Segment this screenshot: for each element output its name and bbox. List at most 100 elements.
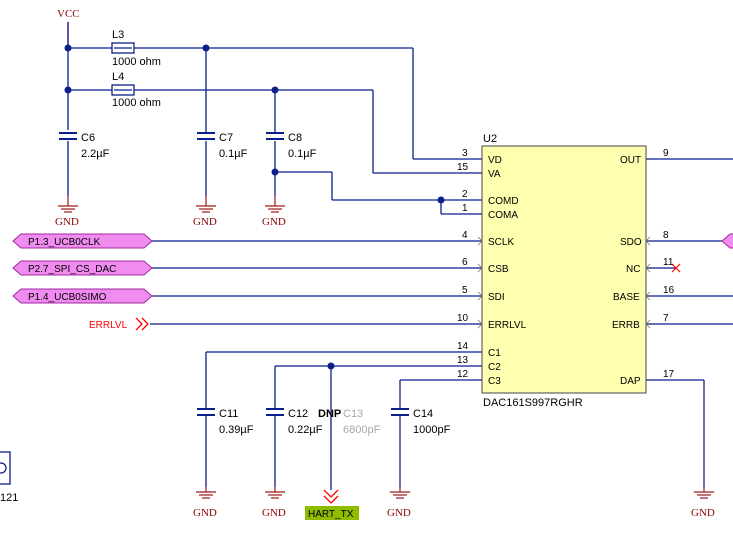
svg-text:NC: NC xyxy=(626,264,640,275)
gnd-symbol: GND xyxy=(193,196,217,228)
svg-text:14: 14 xyxy=(457,341,469,352)
svg-text:C3: C3 xyxy=(488,376,501,387)
svg-text:12: 12 xyxy=(457,369,469,380)
capacitor-c8: C8 0.1µF xyxy=(266,132,317,160)
capacitor-c14: C14 1000pF xyxy=(391,408,451,436)
ic-part: DAC161S997RGHR xyxy=(483,397,583,409)
svg-text:COMD: COMD xyxy=(488,196,519,207)
svg-text:SCLK: SCLK xyxy=(488,237,514,248)
ic-u2: U2 DAC161S997RGHR VD 3 VA 15 COMD 2 COMA… xyxy=(457,133,675,409)
svg-text:ERRLVL: ERRLVL xyxy=(89,320,128,331)
net-tag-csb: P2.7_SPI_CS_DAC xyxy=(12,260,153,276)
svg-text:DAP: DAP xyxy=(620,376,641,387)
svg-text:VA: VA xyxy=(488,169,501,180)
svg-text:121: 121 xyxy=(0,492,18,504)
svg-text:7: 7 xyxy=(663,313,669,324)
svg-text:C2: C2 xyxy=(488,362,501,373)
resistor-l4: L4 1000 ohm xyxy=(111,71,161,109)
ic-ref: U2 xyxy=(483,133,497,145)
net-tag-sdo xyxy=(721,233,733,249)
gnd-symbol: GND xyxy=(262,487,286,519)
wires xyxy=(67,22,733,490)
svg-text:4: 4 xyxy=(462,230,468,241)
l3-value: 1000 ohm xyxy=(112,56,161,68)
junction-dot xyxy=(202,44,210,52)
l4-value: 1000 ohm xyxy=(112,97,161,109)
errlvl-net: ERRLVL xyxy=(89,317,149,331)
svg-text:GND: GND xyxy=(262,216,286,228)
svg-text:C13: C13 xyxy=(343,408,363,420)
svg-text:VD: VD xyxy=(488,155,502,166)
svg-text:1000pF: 1000pF xyxy=(413,424,451,436)
svg-text:C12: C12 xyxy=(288,408,308,420)
svg-text:P1.3_UCB0CLK: P1.3_UCB0CLK xyxy=(28,237,101,248)
svg-text:GND: GND xyxy=(55,216,79,228)
svg-text:10: 10 xyxy=(457,313,469,324)
svg-text:11: 11 xyxy=(663,257,674,268)
l3-ref: L3 xyxy=(112,29,124,41)
svg-text:9: 9 xyxy=(663,148,669,159)
junction-dot xyxy=(64,44,72,52)
svg-text:OUT: OUT xyxy=(620,155,641,166)
svg-text:GND: GND xyxy=(262,507,286,519)
svg-text:2.2µF: 2.2µF xyxy=(81,148,110,160)
gnd-symbol: GND xyxy=(193,487,217,519)
svg-text:15: 15 xyxy=(457,162,469,173)
junction-dot xyxy=(271,86,279,94)
svg-text:C14: C14 xyxy=(413,408,433,420)
svg-text:13: 13 xyxy=(457,355,469,366)
capacitor-c6: C6 2.2µF xyxy=(59,132,110,160)
svg-text:C6: C6 xyxy=(81,132,95,144)
svg-text:0.39µF: 0.39µF xyxy=(219,424,254,436)
nc-marker xyxy=(671,263,681,273)
resistor-l3: L3 1000 ohm xyxy=(111,29,161,68)
gnd-symbol: GND xyxy=(387,487,411,519)
svg-text:C1: C1 xyxy=(488,348,501,359)
junction-dot xyxy=(327,362,335,370)
gnd-symbol: GND xyxy=(691,487,715,519)
svg-text:C11: C11 xyxy=(219,408,238,420)
svg-text:0.22µF: 0.22µF xyxy=(288,424,323,436)
svg-text:C7: C7 xyxy=(219,132,233,144)
svg-text:0.1µF: 0.1µF xyxy=(219,148,248,160)
edge-component-fragment: 121 xyxy=(0,451,18,504)
hart-tx-net: HART_TX xyxy=(305,489,359,520)
svg-text:SDI: SDI xyxy=(488,292,505,303)
svg-text:ERRB: ERRB xyxy=(612,320,640,331)
svg-text:CSB: CSB xyxy=(488,264,509,275)
svg-text:DNP: DNP xyxy=(318,408,341,420)
l4-ref: L4 xyxy=(112,71,124,83)
svg-text:GND: GND xyxy=(193,216,217,228)
svg-text:8: 8 xyxy=(663,230,669,241)
net-tag-sclk: P1.3_UCB0CLK xyxy=(12,233,153,249)
svg-text:16: 16 xyxy=(663,285,675,296)
svg-text:P2.7_SPI_CS_DAC: P2.7_SPI_CS_DAC xyxy=(28,264,116,275)
capacitor-c7: C7 0.1µF xyxy=(197,132,248,160)
gnd-symbol: GND xyxy=(262,196,286,228)
junction-dot xyxy=(271,168,279,176)
hart-tx-label: HART_TX xyxy=(308,509,354,520)
svg-text:5: 5 xyxy=(462,285,468,296)
gnd-symbol: GND xyxy=(55,196,79,228)
svg-text:ERRLVL: ERRLVL xyxy=(488,320,527,331)
svg-text:GND: GND xyxy=(193,507,217,519)
capacitor-c12: C12 0.22µF xyxy=(266,408,323,436)
svg-text:P1.4_UCB0SIMO: P1.4_UCB0SIMO xyxy=(28,292,107,303)
svg-text:2: 2 xyxy=(462,189,468,200)
svg-text:GND: GND xyxy=(691,507,715,519)
junction-dot xyxy=(437,196,445,204)
gnd-symbols: GND GND GND GND GND xyxy=(55,196,715,519)
junction-dot xyxy=(64,86,72,94)
svg-text:SDO: SDO xyxy=(620,237,642,248)
svg-text:GND: GND xyxy=(387,507,411,519)
svg-text:6800pF: 6800pF xyxy=(343,424,381,436)
svg-text:17: 17 xyxy=(663,369,675,380)
svg-text:6: 6 xyxy=(462,257,468,268)
svg-text:3: 3 xyxy=(462,148,468,159)
capacitor-c13-dnp: DNP C13 6800pF xyxy=(318,408,381,436)
svg-text:0.1µF: 0.1µF xyxy=(288,148,317,160)
svg-text:C8: C8 xyxy=(288,132,302,144)
svg-text:BASE: BASE xyxy=(613,292,640,303)
svg-text:COMA: COMA xyxy=(488,210,518,221)
